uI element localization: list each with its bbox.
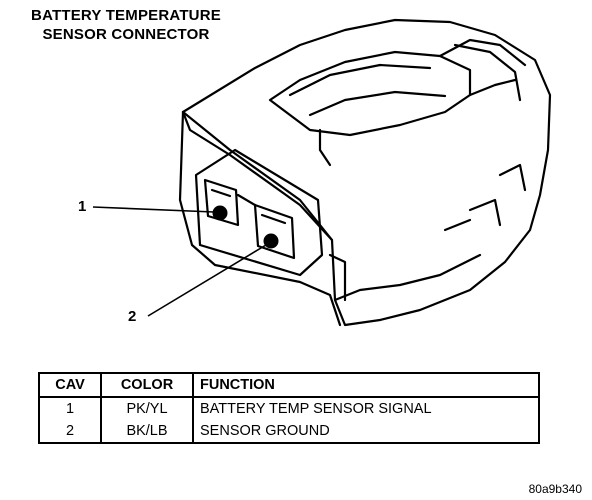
cell-function: SENSOR GROUND bbox=[192, 420, 540, 444]
connector-housing bbox=[181, 18, 552, 327]
title-line-1: BATTERY TEMPERATURE bbox=[31, 7, 221, 24]
callout-1: 1 bbox=[78, 198, 87, 215]
terminal-1-dot bbox=[212, 205, 228, 221]
cell-cav: 2 bbox=[38, 420, 102, 444]
callout-2: 2 bbox=[128, 308, 137, 325]
cavity-1 bbox=[203, 178, 240, 227]
title-line-2: SENSOR CONNECTOR bbox=[42, 26, 210, 43]
front-face bbox=[178, 110, 342, 327]
connector-illustration bbox=[92, 18, 552, 327]
header-color: COLOR bbox=[100, 372, 194, 398]
cell-color: BK/LB bbox=[100, 420, 194, 444]
leader-line-1 bbox=[92, 206, 215, 213]
table-header-row: CAV COLOR FUNCTION bbox=[38, 372, 540, 398]
diagram-title: BATTERY TEMPERATURE SENSOR CONNECTOR bbox=[8, 6, 244, 44]
figure-id: 80a9b340 bbox=[528, 482, 582, 496]
table-row: 1 PK/YL BATTERY TEMP SENSOR SIGNAL bbox=[38, 397, 540, 420]
cell-cav: 1 bbox=[38, 397, 102, 420]
cavity-table: CAV COLOR FUNCTION 1 PK/YL BATTERY TEMP … bbox=[38, 372, 540, 444]
header-function: FUNCTION bbox=[192, 372, 540, 398]
cell-color: PK/YL bbox=[100, 397, 194, 420]
leader-line-2 bbox=[147, 244, 267, 317]
header-cav: CAV bbox=[38, 372, 102, 398]
locking-latch bbox=[268, 50, 472, 137]
terminal-2-dot bbox=[263, 233, 279, 249]
cavity-2 bbox=[253, 203, 296, 260]
table-row: 2 BK/LB SENSOR GROUND bbox=[38, 420, 540, 444]
cell-function: BATTERY TEMP SENSOR SIGNAL bbox=[192, 397, 540, 420]
